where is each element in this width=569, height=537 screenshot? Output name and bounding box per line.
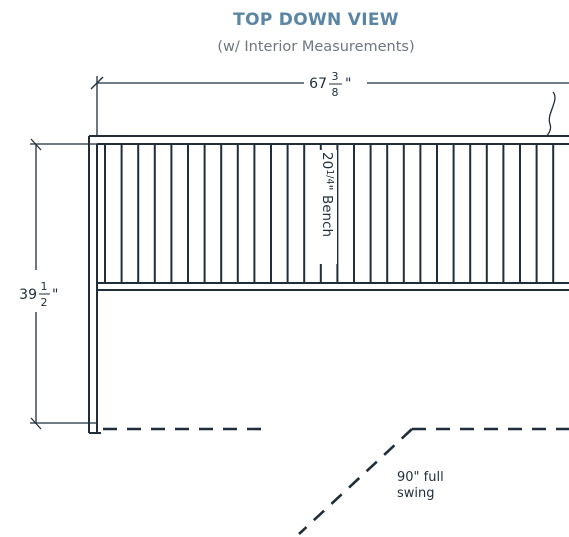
depth-unit: " bbox=[52, 287, 58, 303]
depth-whole: 39 bbox=[19, 287, 37, 303]
width-value: 67 3 8 " bbox=[309, 70, 351, 99]
bench-width-whole: 20 bbox=[319, 152, 335, 169]
diagram-title: TOP DOWN VIEW bbox=[233, 10, 399, 30]
break-line bbox=[546, 91, 556, 137]
bench-label-text: 201/4" Bench bbox=[319, 152, 335, 237]
width-numerator: 3 bbox=[332, 70, 339, 83]
bench-label: 201/4" Bench bbox=[318, 150, 337, 264]
door-swing-line bbox=[298, 428, 413, 535]
depth-dimension bbox=[30, 138, 97, 430]
depth-value: 39 1 2 " bbox=[19, 280, 58, 309]
bench-label-suffix: " Bench bbox=[319, 184, 335, 237]
bench-label-background bbox=[318, 150, 337, 264]
depth-denominator: 2 bbox=[41, 296, 48, 309]
diagram-subtitle: (w/ Interior Measurements) bbox=[217, 39, 414, 55]
width-dimension bbox=[90, 76, 569, 136]
depth-numerator: 1 bbox=[41, 280, 48, 293]
door-swing-note-line2: swing bbox=[397, 486, 435, 501]
depth-tick-bottom bbox=[30, 417, 42, 430]
width-denominator: 8 bbox=[332, 86, 339, 99]
door-swing-note-line1: 90" full bbox=[397, 470, 444, 485]
door-swing-path bbox=[298, 428, 413, 535]
width-whole: 67 bbox=[309, 76, 327, 92]
room-frame bbox=[88, 135, 569, 434]
bench-width-fraction: 1/4 bbox=[324, 169, 335, 184]
bench-slats bbox=[104, 144, 555, 283]
width-unit: " bbox=[345, 76, 351, 92]
